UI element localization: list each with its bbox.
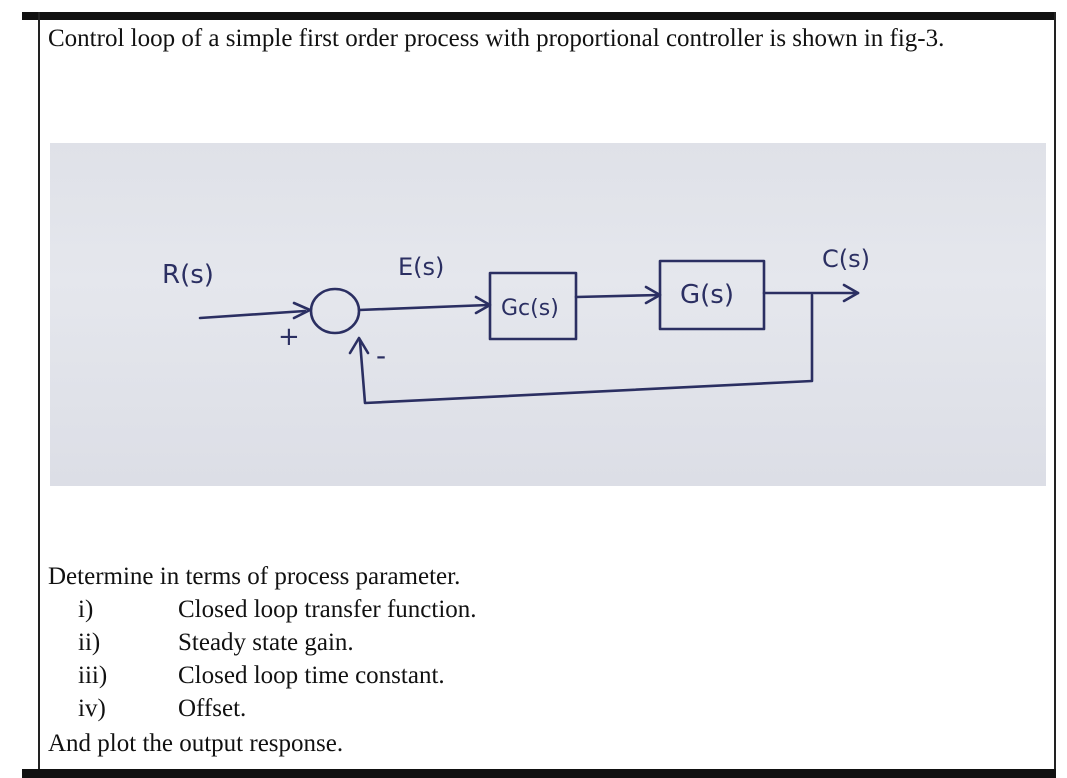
input-signal-line — [198, 309, 307, 320]
error-label: E(s) — [398, 253, 444, 281]
block-diagram: R(s) E(s) Gc(s) G(s) C(s) + - — [162, 245, 870, 405]
list-item: iv) Offset. — [78, 692, 477, 725]
feedback-path — [358, 293, 814, 405]
left-border — [38, 12, 40, 772]
item-number: ii) — [78, 629, 101, 656]
item-number: iv) — [78, 695, 106, 722]
summing-junction — [309, 287, 361, 335]
top-border — [22, 12, 1056, 20]
list-item: ii) Steady state gain. — [78, 626, 477, 659]
output-label: C(s) — [822, 245, 870, 273]
input-label: R(s) — [162, 260, 214, 290]
bottom-border — [22, 769, 1056, 778]
block-diagram-photo: R(s) E(s) Gc(s) G(s) C(s) + - — [50, 143, 1046, 486]
controller-block — [488, 271, 578, 341]
question-prompt: Determine in terms of process parameter. — [48, 563, 461, 590]
intro-text: Control loop of a simple first order pro… — [48, 25, 945, 52]
item-number: iii) — [78, 662, 108, 689]
output-arrowhead — [842, 283, 860, 303]
right-border — [1054, 12, 1056, 772]
item-text: Closed loop transfer function. — [178, 596, 477, 623]
plant-block — [658, 259, 766, 331]
error-signal-line — [357, 303, 490, 312]
question-list: i) Closed loop transfer function. ii) St… — [78, 593, 477, 725]
list-item: i) Closed loop transfer function. — [78, 593, 477, 626]
list-item: iii) Closed loop time constant. — [78, 659, 477, 692]
minus-sign: - — [376, 339, 386, 372]
controller-label: Gc(s) — [501, 296, 559, 321]
item-text: Closed loop time constant. — [178, 662, 445, 689]
item-text: Steady state gain. — [178, 629, 354, 656]
plant-label: G(s) — [680, 280, 734, 310]
closing-text: And plot the output response. — [48, 730, 344, 757]
item-number: i) — [78, 596, 94, 623]
plus-sign: + — [278, 322, 300, 352]
item-text: Offset. — [178, 695, 247, 722]
feedback-arrowhead — [348, 336, 370, 355]
controller-output-line — [574, 293, 662, 299]
